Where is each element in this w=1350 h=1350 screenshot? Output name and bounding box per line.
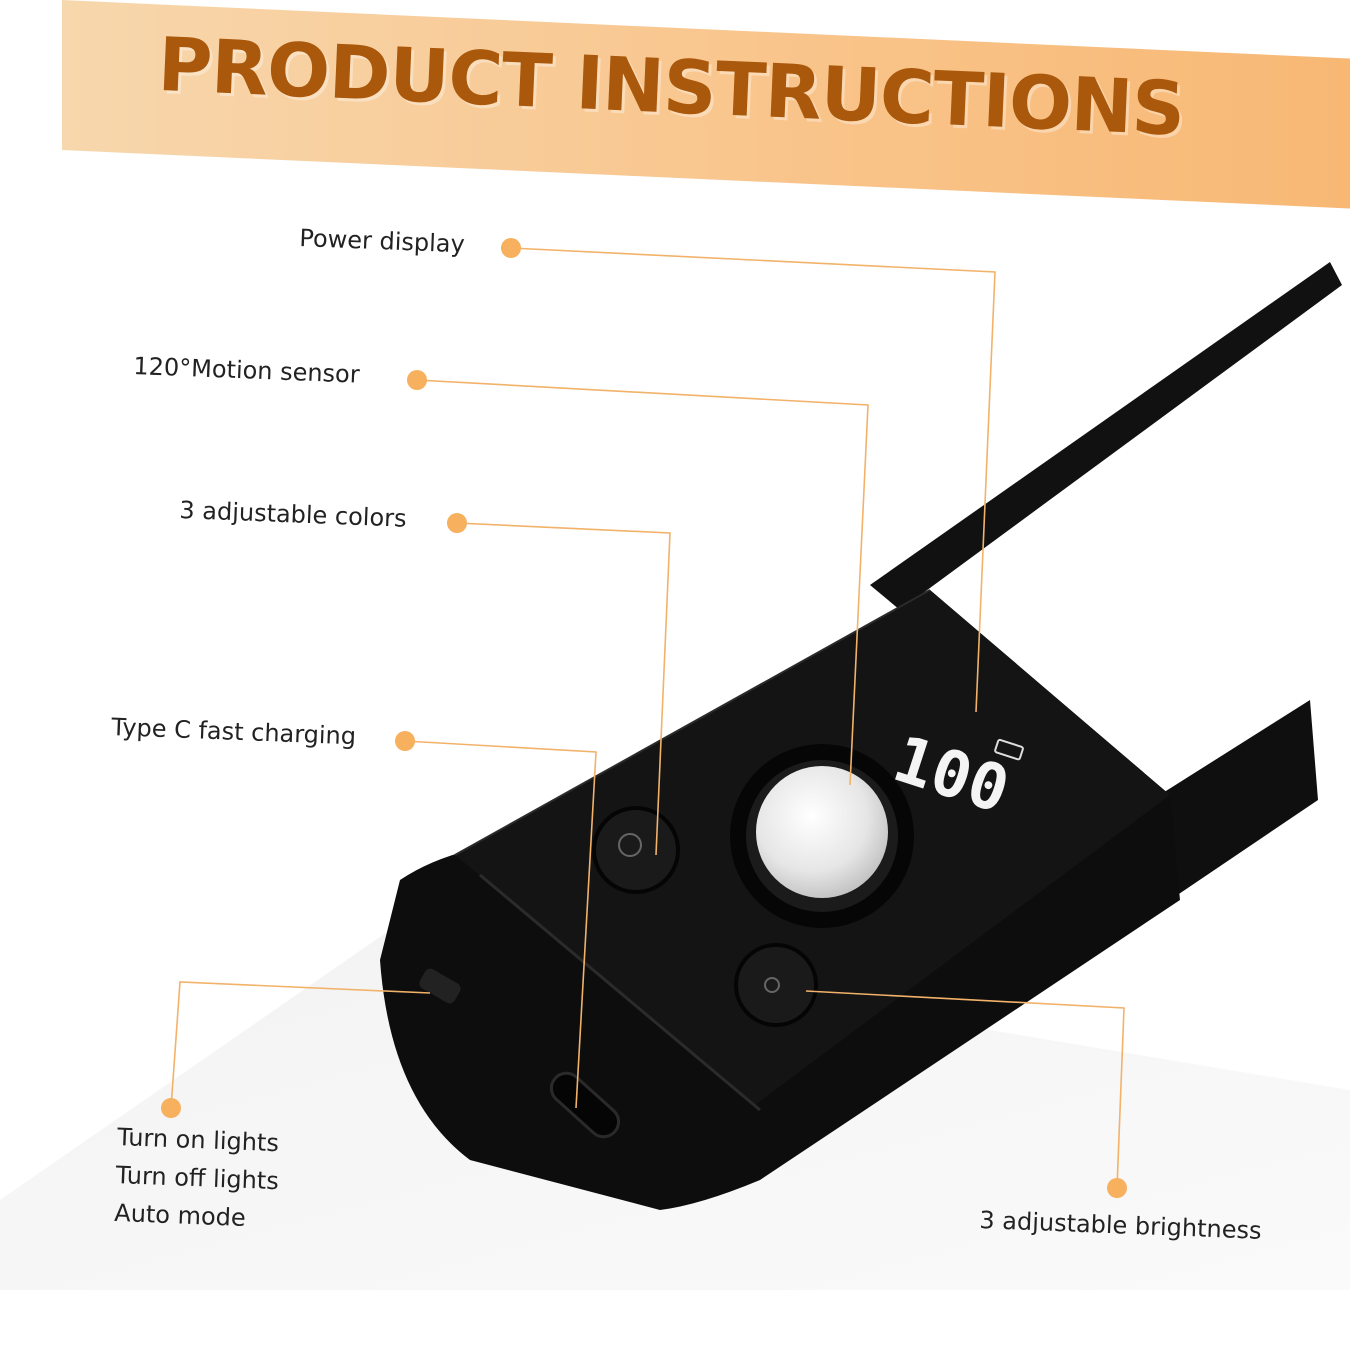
dot-switch	[161, 1098, 181, 1118]
color-button[interactable]	[592, 806, 680, 894]
dot-charging	[395, 731, 415, 751]
leader-switch	[170, 981, 431, 1109]
brightness-button[interactable]	[734, 943, 818, 1027]
face-seam	[479, 873, 761, 1112]
label-turn-off: Turn off lights	[115, 1160, 280, 1196]
leader-colors	[456, 522, 671, 856]
face-seam-2	[454, 589, 931, 856]
dot-brightness	[1107, 1178, 1127, 1198]
leader-brightness	[805, 990, 1125, 1189]
dot-motion-sensor	[407, 370, 427, 390]
leader-power-display	[510, 247, 996, 713]
dot-power-display	[501, 238, 521, 258]
usb-c-port	[549, 1071, 621, 1139]
callout-dots	[161, 238, 1127, 1198]
label-switch-modes: Turn on lights Turn off lights Auto mode	[114, 1118, 281, 1238]
dot-colors	[447, 513, 467, 533]
key-icon	[618, 833, 642, 857]
leader-charging	[404, 740, 597, 1109]
slide-switch[interactable]	[417, 966, 463, 1005]
motion-sensor-lens	[756, 766, 888, 898]
label-auto-mode: Auto mode	[113, 1198, 247, 1232]
leader-motion-sensor	[416, 379, 869, 786]
battery-icon	[994, 738, 1024, 761]
label-turn-on: Turn on lights	[116, 1122, 280, 1158]
leader-lines	[170, 247, 1125, 1189]
light-bar-upper	[870, 262, 1342, 610]
sun-icon	[764, 977, 780, 993]
